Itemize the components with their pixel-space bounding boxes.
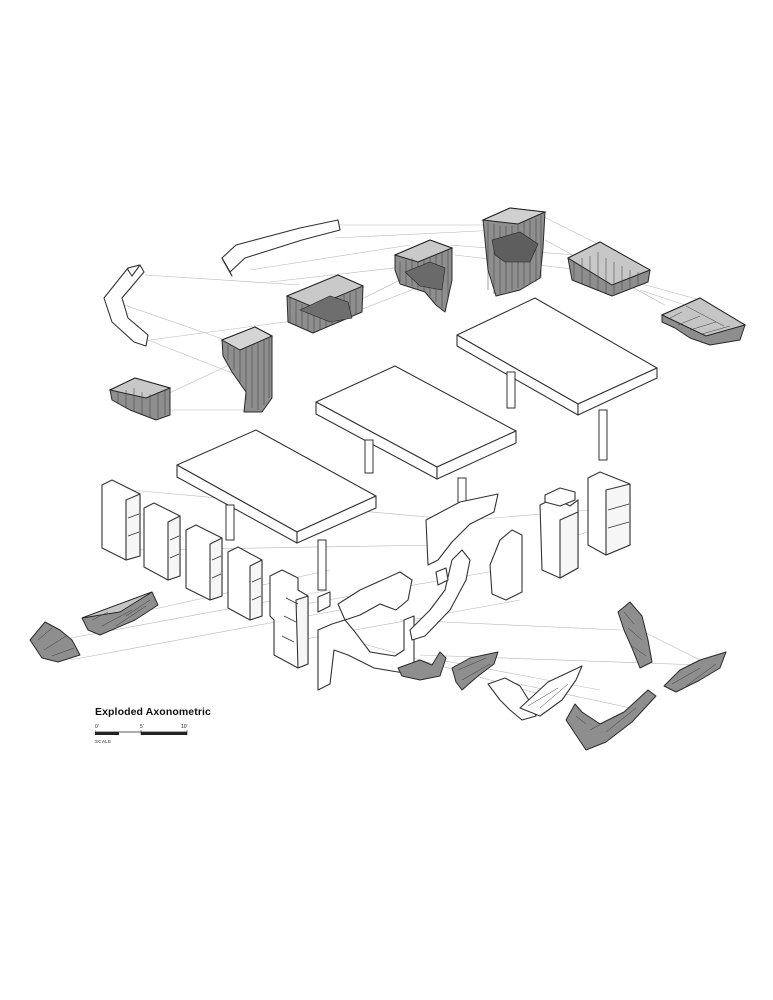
title-block: Exploded Axonometric 0' 5' 10' SCALE xyxy=(95,706,225,746)
shaded-chair-lower-left xyxy=(29,621,81,663)
shaded-piece-far-right xyxy=(663,651,727,693)
shaded-piece-lower-2 xyxy=(451,651,499,691)
shaded-box-module-2 xyxy=(393,239,454,313)
shelf-unit-4 xyxy=(227,546,263,621)
scale-label: SCALE xyxy=(95,739,112,744)
scale-tick-0: 0' xyxy=(95,724,99,730)
table-top-front xyxy=(176,429,377,591)
shelf-cluster-right xyxy=(489,471,631,601)
shaded-column-module xyxy=(220,326,274,413)
curved-panel-center xyxy=(409,493,499,641)
shaded-tower-module xyxy=(481,207,547,297)
scale-graphic xyxy=(95,730,188,735)
table-top-middle xyxy=(315,365,517,509)
shaded-tall-piece-right xyxy=(617,601,653,669)
shaded-bench-module-left xyxy=(108,377,172,421)
shaded-bench-lower-left xyxy=(81,591,159,636)
curved-bench-top-left xyxy=(221,219,341,277)
shaded-piece-lower-1 xyxy=(397,651,447,681)
shelf-unit-1 xyxy=(101,479,141,561)
shelf-unit-5 xyxy=(269,569,309,669)
scale-tick-10: 10' xyxy=(181,724,188,730)
curved-bench-left xyxy=(103,264,149,347)
outline-piece-lower xyxy=(487,677,537,721)
curved-wall-front xyxy=(317,571,415,691)
shaded-bench-module-right xyxy=(660,297,747,346)
shaded-box-module-1 xyxy=(285,274,365,334)
shelf-unit-3 xyxy=(185,524,223,601)
shaded-wedge-module xyxy=(566,241,652,297)
table-top-back xyxy=(456,297,658,461)
diagram-title: Exploded Axonometric xyxy=(95,706,211,718)
shelf-unit-2 xyxy=(143,502,181,581)
shaded-frame-lower-right xyxy=(565,689,657,751)
shaded-piece-lower-3 xyxy=(519,665,583,717)
scale-tick-5: 5' xyxy=(140,724,144,730)
scale-bar: 0' 5' 10' SCALE xyxy=(95,724,190,746)
